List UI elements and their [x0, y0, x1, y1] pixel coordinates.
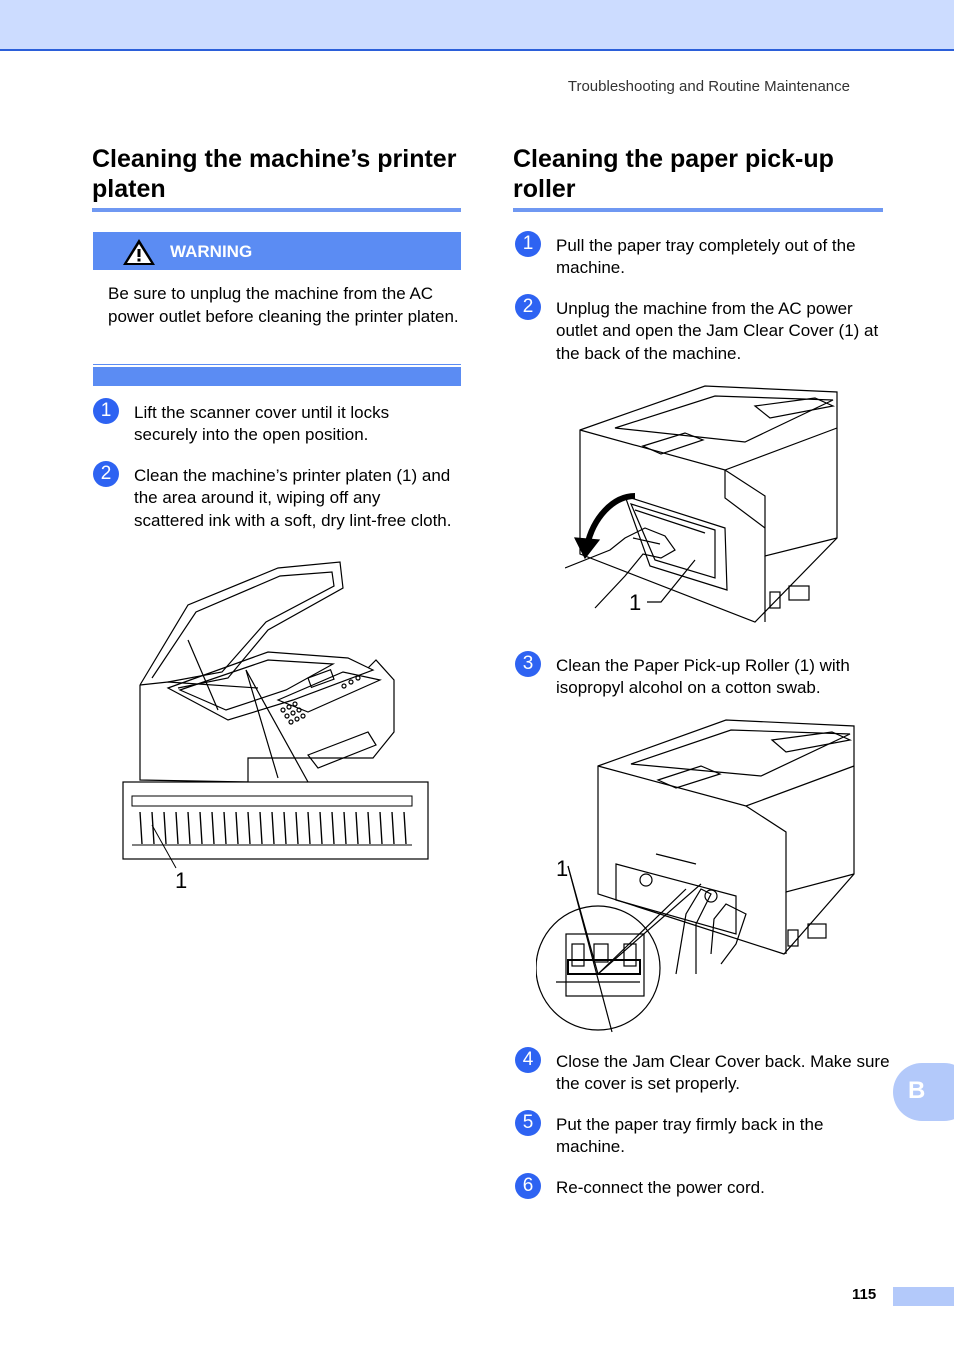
left-title-rule	[92, 208, 461, 212]
jam-cover-callout: 1	[629, 590, 641, 615]
right-step-5-text: Put the paper tray firmly back in the ma…	[556, 1115, 824, 1157]
right-section-title: Cleaning the paper pick-up roller	[513, 145, 834, 203]
warning-footer	[93, 367, 461, 386]
warning-text: Be sure to unplug the machine from the A…	[108, 284, 459, 326]
right-step-6-badge: 6	[515, 1173, 541, 1199]
page-number: 115	[852, 1286, 877, 1303]
left-step-2-text: Clean the machine’s printer platen (1) a…	[134, 466, 452, 530]
warning-header: WARNING	[93, 232, 461, 270]
right-step-1-text: Pull the paper tray completely out of th…	[556, 236, 856, 278]
right-step-4-text: Close the Jam Clear Cover back. Make sur…	[556, 1052, 890, 1094]
left-step-1-badge: 1	[93, 398, 119, 424]
right-title-rule	[513, 208, 883, 212]
left-step-2-badge: 2	[93, 461, 119, 487]
platen-callout: 1	[175, 868, 187, 893]
right-step-6-text: Re-connect the power cord.	[556, 1178, 765, 1197]
right-step-4-badge: 4	[515, 1047, 541, 1073]
warning-icon	[123, 239, 155, 265]
right-step-3-text: Clean the Paper Pick-up Roller (1) with …	[556, 656, 850, 698]
right-step-3-badge: 3	[515, 651, 541, 677]
header-band	[0, 0, 954, 51]
left-step-1-text: Lift the scanner cover until it locks se…	[134, 403, 390, 445]
printer-platen-figure: 1	[122, 561, 429, 893]
right-step-1-badge: 1	[515, 231, 541, 257]
running-title: Troubleshooting and Routine Maintenance	[567, 78, 850, 95]
left-section-title: Cleaning the machine’s printer platen	[92, 145, 457, 203]
roller-callout: 1	[556, 856, 568, 881]
pickup-roller-figure: 1	[536, 719, 855, 1033]
right-step-5-badge: 5	[515, 1110, 541, 1136]
right-step-2-badge: 2	[515, 294, 541, 320]
appendix-tab-letter: B	[908, 1077, 926, 1104]
right-step-2-text: Unplug the machine from the AC power out…	[556, 299, 879, 363]
appendix-tab: B	[893, 1063, 954, 1121]
page-number-bar	[893, 1287, 954, 1306]
jam-clear-cover-figure: 1	[565, 385, 838, 623]
warning-label: WARNING	[170, 242, 253, 261]
warning-divider	[93, 364, 461, 365]
